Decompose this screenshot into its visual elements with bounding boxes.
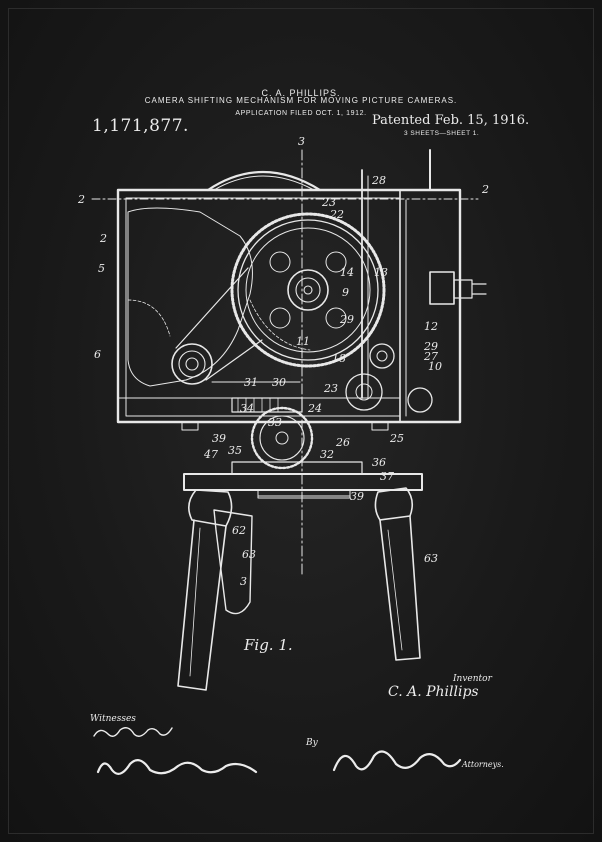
witnesses-label: Witnesses: [90, 714, 136, 724]
inventor-label: Inventor: [453, 674, 492, 684]
patent-title: CAMERA SHIFTING MECHANISM FOR MOVING PIC…: [144, 96, 458, 105]
patent-number: 1,171,877.: [92, 116, 189, 136]
ref-6: 6: [94, 348, 101, 361]
ref-31: 31: [244, 376, 258, 389]
ref-27: 27: [423, 350, 438, 363]
ref-3-top: 3: [298, 135, 305, 148]
side-knob: [429, 271, 455, 305]
ref-24: 24: [307, 402, 322, 415]
ref-39-left: 39: [212, 432, 226, 445]
ref-10: 10: [428, 360, 442, 373]
figure-label: Fig. 1.: [244, 636, 293, 654]
ref-28-top: 28: [371, 174, 386, 187]
application-filed-date: APPLICATION FILED OCT. 1, 1912.: [235, 110, 367, 117]
sheet-border: [8, 8, 594, 834]
sheet-count: 3 SHEETS—SHEET 1.: [404, 130, 480, 137]
camera-box: [116, 188, 462, 424]
ref-23-top: 23: [321, 196, 336, 209]
ref-62: 62: [232, 524, 246, 537]
pinion-gears: [345, 343, 433, 413]
tripod-leg-left: [188, 489, 233, 527]
ref-22: 22: [329, 208, 344, 221]
attorney-signature: [332, 750, 462, 772]
patent-date: Patented Feb. 15, 1916.: [372, 113, 530, 128]
ref-30: 30: [272, 376, 286, 389]
ref-3-bottom: 3: [240, 575, 247, 588]
ref-63-left: 63: [242, 548, 256, 561]
witness-signature-1: [93, 727, 173, 737]
tripod-leg-right: [374, 487, 414, 521]
ref-5: 5: [98, 262, 105, 275]
ref-29-mid: 29: [339, 313, 354, 326]
ref-2-side: 2: [99, 232, 107, 245]
ref-26: 26: [335, 436, 350, 449]
ref-39-right: 39: [350, 490, 364, 503]
inventor-name-header: C. A. PHILLIPS.: [261, 88, 341, 98]
ref-18: 18: [332, 352, 346, 365]
witness-signature-2: [96, 759, 258, 775]
ref-63-right: 63: [424, 552, 438, 565]
ref-29-right: 29: [423, 340, 438, 353]
ref-37: 37: [380, 470, 394, 483]
ref-25: 25: [389, 432, 404, 445]
ref-13: 13: [374, 266, 388, 279]
ref-12: 12: [424, 320, 438, 333]
camera-handle: [206, 170, 322, 192]
attorneys-label: Attorneys.: [462, 760, 504, 769]
ref-14: 14: [340, 266, 354, 279]
ref-11: 11: [296, 335, 310, 348]
lower-gear: [250, 406, 314, 470]
lower-sprocket: [171, 343, 213, 385]
ref-33: 33: [268, 416, 282, 429]
tripod-leg-left-inner: [213, 509, 253, 615]
ref-36: 36: [372, 456, 386, 469]
ref-35: 35: [228, 444, 242, 457]
ref-32: 32: [320, 448, 334, 461]
main-gear: [230, 212, 386, 368]
inventor-signature: C. A. Phillips: [388, 684, 479, 700]
ref-23-low: 23: [323, 382, 338, 395]
ref-2-right: 2: [481, 183, 489, 196]
film-magazine: [127, 207, 253, 387]
by-label: By: [306, 738, 318, 748]
ref-34: 34: [240, 402, 254, 415]
ref-47: 47: [203, 448, 218, 461]
ref-9: 9: [342, 286, 349, 299]
ref-2-left: 2: [77, 193, 85, 206]
